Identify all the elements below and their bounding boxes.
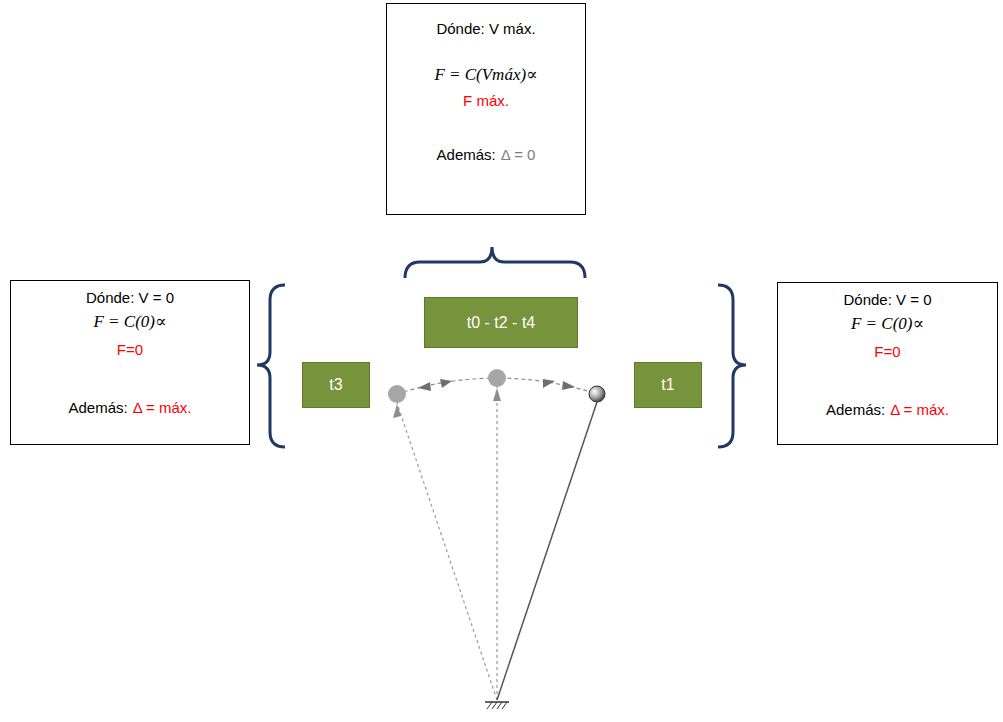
text-row: F=0 xyxy=(778,343,997,361)
callout-text: Δ = máx. xyxy=(890,401,949,418)
rod-solid xyxy=(497,402,597,700)
rod-dashed-left xyxy=(397,403,497,700)
force-formula: F = C(0)∝ xyxy=(93,311,166,332)
callout-text: Δ = 0 xyxy=(501,146,536,163)
max-speed-callout: Dónde: V máx. F = C(Vmáx)∝ F máx. Además: Δ … xyxy=(386,3,586,215)
callout-text: F=0 xyxy=(117,341,143,358)
text-row: F = C(0)∝ xyxy=(778,313,997,334)
text-row: F = C(Vmáx)∝ xyxy=(387,64,585,85)
zero-speed-callout: Dónde: V = 0 F = C(0)∝ F=0Además: Δ = máx. xyxy=(10,280,250,445)
callout-text: Además: xyxy=(437,146,496,163)
text-row: F=0 xyxy=(11,341,249,359)
left-brace xyxy=(257,285,285,447)
ball-right xyxy=(589,386,605,402)
callout-text: Dónde: V = 0 xyxy=(86,289,174,306)
zero-speed-callout: Dónde: V = 0 F = C(0)∝ F=0Además: Δ = máx. xyxy=(777,282,998,445)
rod-dashed-center xyxy=(496,387,497,700)
top-brace xyxy=(405,247,585,278)
callout-text: F máx. xyxy=(463,92,509,109)
callout-text: Además: xyxy=(69,399,128,416)
ball-center xyxy=(488,369,506,387)
text-row: Dónde: V = 0 xyxy=(11,289,249,307)
time-label: t0 - t2 - t4 xyxy=(467,314,535,332)
text-row: Además: Δ = 0 xyxy=(387,146,585,164)
text-row: Dónde: V máx. xyxy=(387,20,585,38)
text-row: Dónde: V = 0 xyxy=(778,291,997,309)
time-label: t1 xyxy=(661,376,674,394)
right-brace xyxy=(718,285,746,447)
rod-arrowhead xyxy=(393,404,401,418)
time-tag: t3 xyxy=(302,362,370,408)
callout-text: Además: xyxy=(826,401,885,418)
text-row: F máx. xyxy=(387,92,585,110)
text-row: F = C(0)∝ xyxy=(11,311,249,332)
text-row: Además: Δ = máx. xyxy=(778,401,997,419)
time-tag: t0 - t2 - t4 xyxy=(424,297,578,348)
text-row: Además: Δ = máx. xyxy=(11,399,249,417)
rod-arrowhead xyxy=(493,388,501,401)
ball-left xyxy=(388,385,406,403)
time-label: t3 xyxy=(329,376,342,394)
callout-text: Dónde: V = 0 xyxy=(844,291,932,308)
callout-text: F=0 xyxy=(874,343,900,360)
callout-text: Dónde: V máx. xyxy=(436,20,535,37)
time-tag: t1 xyxy=(634,362,702,408)
force-formula: F = C(Vmáx)∝ xyxy=(434,64,537,85)
callout-text: Δ = máx. xyxy=(133,399,192,416)
force-formula: F = C(0)∝ xyxy=(851,313,924,334)
ground-hatch xyxy=(487,702,507,709)
